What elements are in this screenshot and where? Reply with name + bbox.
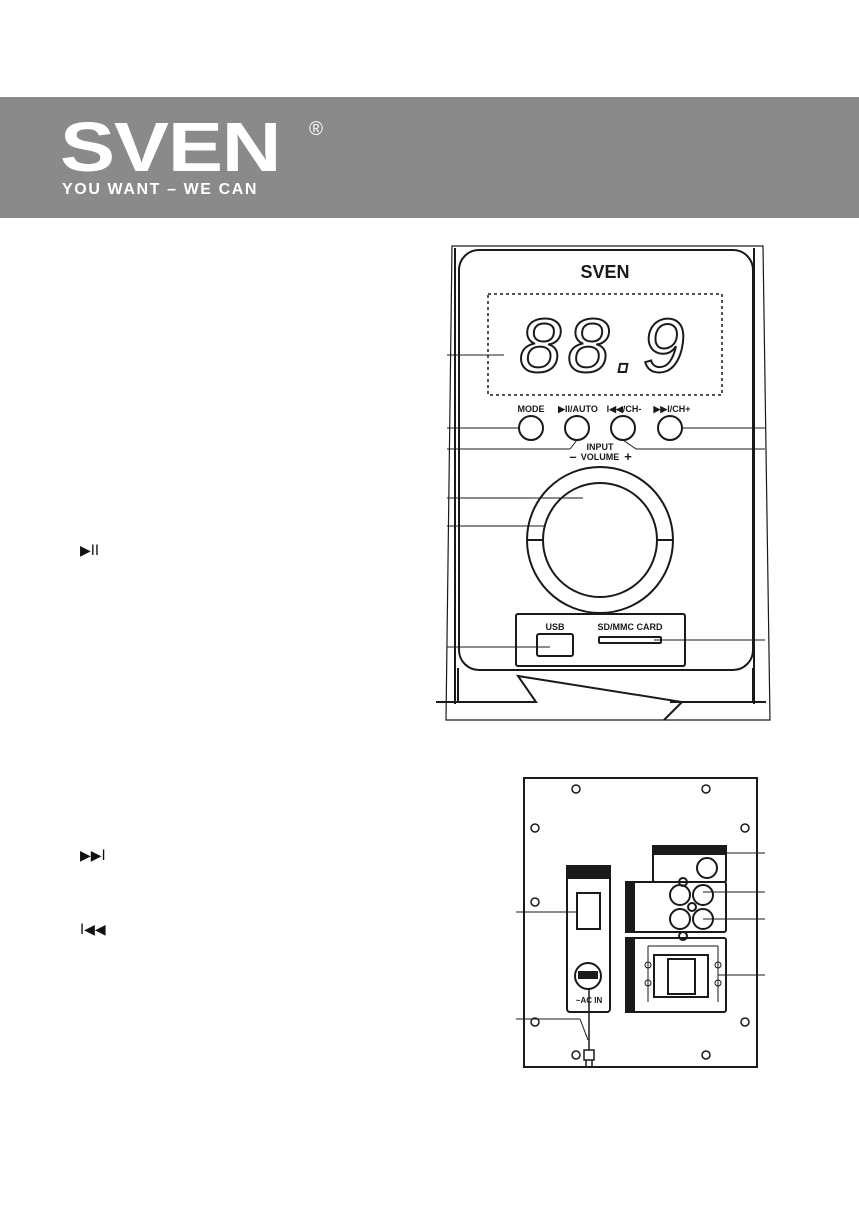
- connector-block: [625, 845, 727, 1013]
- power-switch: [576, 892, 601, 930]
- prev-track-icon: I◀◀: [80, 922, 106, 938]
- usb-port: [536, 633, 574, 657]
- front-leader-lines: [447, 354, 765, 648]
- power-cord: [583, 989, 595, 1068]
- sven-logo: SVEN: [60, 108, 281, 186]
- rear-leader-lines: [516, 852, 765, 1041]
- next-channel-button: [657, 415, 683, 441]
- rear-panel: [523, 777, 758, 1068]
- speaker-terminal-screws: [644, 961, 722, 987]
- usb-label: USB: [545, 622, 565, 632]
- registered-mark: ®: [309, 119, 323, 140]
- rear-screw-holes: [530, 784, 750, 1060]
- next-channel-button-label: ▶▶I/CH+: [652, 404, 690, 414]
- brand-slogan: YOU WANT – WE CAN: [62, 181, 259, 198]
- knob-volume-label: VOLUME: [581, 452, 620, 462]
- ac-inlet: [574, 962, 602, 990]
- header-banner: [0, 97, 859, 218]
- cabinet-outline: [436, 245, 771, 721]
- prev-channel-button: [610, 415, 636, 441]
- play-pause-icon: ▶II: [80, 543, 100, 559]
- mode-button: [518, 415, 544, 441]
- knob-input-label: INPUT: [587, 442, 615, 452]
- prev-channel-button-label: I◀◀/CH-: [607, 404, 642, 414]
- display-window: [487, 293, 723, 396]
- play-auto-button-label: ▶II/AUTO: [557, 404, 598, 414]
- mode-button-label: MODE: [518, 404, 545, 414]
- volume-knob: [526, 466, 674, 614]
- knob-minus-label: –: [569, 449, 576, 464]
- card-slot: [598, 636, 662, 644]
- knob-plus-label: +: [624, 449, 632, 464]
- control-buttons: [518, 415, 683, 441]
- front-brand-label: SVEN: [580, 262, 629, 282]
- card-label: SD/MMC CARD: [598, 622, 663, 632]
- display-readout: 88.9: [519, 304, 691, 389]
- next-track-icon: ▶▶I: [80, 848, 106, 864]
- play-auto-button: [564, 415, 590, 441]
